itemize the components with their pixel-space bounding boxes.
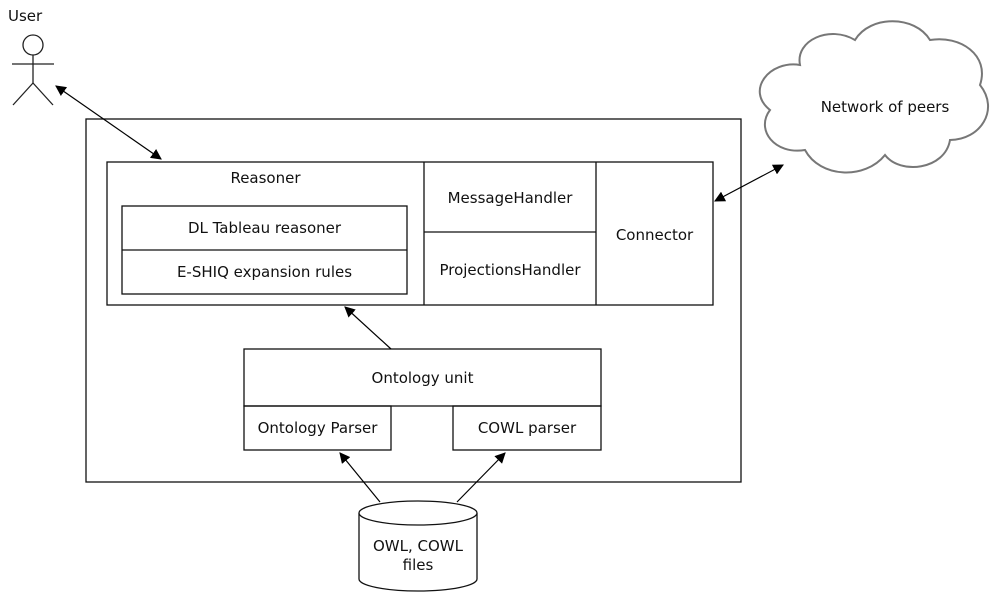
network-cloud: [758, 20, 990, 174]
message-handler-label: MessageHandler: [447, 189, 573, 207]
ontology-unit-title: Ontology unit: [371, 369, 474, 387]
connector-network-arrow: [714, 164, 784, 202]
cowl-parser-label: COWL parser: [477, 419, 577, 437]
storage-cylinder-icon: [358, 500, 478, 592]
cowl-parser-frame: [452, 405, 602, 451]
storage-label-line2: files: [402, 556, 434, 574]
files-cowl-parser-arrow: [456, 452, 506, 503]
projections-handler-label: ProjectionsHandler: [439, 261, 581, 279]
reasoner-title: Reasoner: [230, 169, 301, 187]
files-ontology-parser-arrow: [339, 452, 381, 503]
eshiq-rules-label: E-SHIQ expansion rules: [176, 263, 353, 281]
ontology-parser-frame: [243, 405, 392, 451]
ontology-unit-frame: [243, 348, 602, 407]
user-label: User: [8, 7, 43, 25]
ontology-reasoner-arrow: [344, 306, 392, 350]
dl-tableau-label: DL Tableau reasoner: [187, 219, 342, 237]
module-row-frame: [106, 161, 714, 306]
system-boundary: [85, 118, 742, 483]
user-reasoner-arrow: [55, 85, 162, 160]
user-actor-icon: [12, 34, 54, 106]
ontology-parser-label: Ontology Parser: [257, 419, 378, 437]
network-peers-label: Network of peers: [820, 98, 950, 116]
connector-label: Connector: [615, 226, 694, 244]
storage-label-line1: OWL, COWL: [373, 537, 463, 555]
